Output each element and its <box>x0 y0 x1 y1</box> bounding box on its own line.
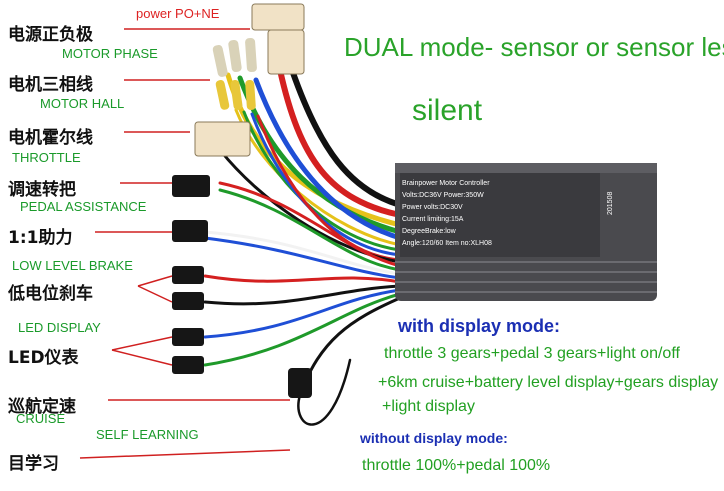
with-display-line2: +6km cruise+battery level display+gears … <box>378 374 719 391</box>
power-connector <box>251 3 305 75</box>
label-self-learning-en: SELF LEARNING <box>96 427 199 442</box>
without-display-title: without display mode: <box>360 430 508 446</box>
controller-label-line5: DegreeBrake:low <box>402 228 457 235</box>
headline: DUAL mode- sensor or sensor less <box>344 32 724 62</box>
label-motor-phase-cn: 电机三相线 <box>8 75 93 95</box>
label-cruise-cn: 巡航定速 <box>8 397 76 417</box>
controller-label-line1: Brainpower Motor Controller <box>402 180 490 187</box>
label-power-en: power PO+NE <box>136 6 220 21</box>
controller-label-line4: Current limiting:15A <box>402 216 464 223</box>
controller-label-line3: Power volts:DC30V <box>402 204 463 211</box>
with-display-line1: throttle 3 gears+pedal 3 gears+light on/… <box>384 345 680 362</box>
label-motor-phase-en: MOTOR PHASE <box>62 46 158 61</box>
label-brake-en: LOW LEVEL BRAKE <box>12 258 133 273</box>
controller-label-line2: Volts:DC36V Power:350W <box>402 192 484 199</box>
without-display-line1: throttle 100%+pedal 100% <box>362 457 551 474</box>
label-throttle-en: THROTTLE <box>12 150 81 165</box>
label-pedal-cn: 1:1助力 <box>8 228 73 248</box>
label-self-learning-cn: 目学习 <box>8 454 59 474</box>
label-pedal-en: PEDAL ASSISTANCE <box>20 199 147 214</box>
controller-label-line6: Angle:120/60 Item no:XLH08 <box>402 240 492 247</box>
label-power-cn: 电源正负极 <box>8 25 93 45</box>
controller-box: Brainpower Motor Controller Volts:DC36V … <box>395 163 657 301</box>
label-motor-hall-en: MOTOR HALL <box>40 96 125 111</box>
pointer-lines <box>79 28 291 459</box>
label-led-cn: LED仪表 <box>8 348 79 368</box>
hall-connector <box>194 121 251 157</box>
label-motor-hall-cn: 电机霍尔线 <box>8 128 93 148</box>
with-display-line3: +light display <box>382 398 475 415</box>
label-cruise-en: CRUISE <box>16 411 66 426</box>
controller-side-code: 201508 <box>607 192 614 215</box>
label-brake-cn: 低电位刹车 <box>8 284 93 304</box>
subheadline: silent <box>412 94 483 127</box>
with-display-title: with display mode: <box>398 316 561 336</box>
label-throttle-cn: 调速转把 <box>8 180 76 200</box>
small-connectors <box>172 175 312 398</box>
label-led-en: LED DISPLAY <box>18 320 101 335</box>
phase-bullet-connectors <box>212 37 257 110</box>
